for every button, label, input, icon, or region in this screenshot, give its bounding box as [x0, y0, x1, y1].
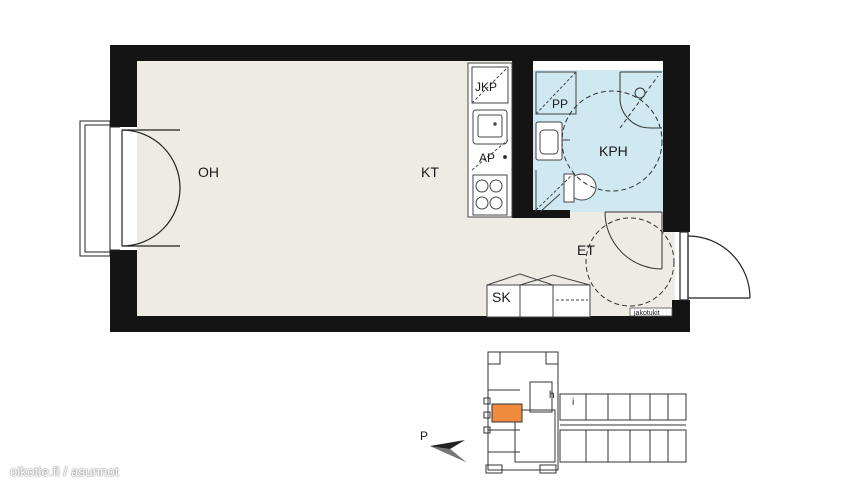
balcony-doors: [121, 129, 181, 247]
entrance-door: [679, 231, 751, 301]
north-arrow-icon: [430, 440, 466, 462]
living-room-floor: [137, 60, 520, 317]
shower: [619, 71, 662, 129]
kitchen-counter: [467, 62, 513, 218]
room-label-sk: SK: [492, 289, 511, 305]
room-label-kph: KPH: [599, 143, 628, 159]
bathroom-door: [604, 211, 663, 270]
closets: [486, 273, 591, 318]
room-label-oh: OH: [198, 164, 219, 180]
room-label-kt: KT: [421, 164, 439, 180]
site-plan-label-i: i: [572, 397, 574, 408]
room-label-et: ET: [577, 242, 595, 258]
fixture-label-pp: PP: [552, 97, 568, 111]
north-label: P: [420, 429, 428, 443]
fixture-label-ap: AP: [479, 151, 495, 165]
entrance-turning-circle: [585, 217, 675, 307]
fixture-label-jkp: JKP: [475, 80, 497, 94]
fixture-label-jakotukit: jakotukit: [633, 310, 660, 317]
balcony-window: [79, 120, 120, 257]
walls: [110, 45, 690, 332]
bathroom-turning-circle: [561, 90, 663, 192]
bathroom-fixtures: [535, 71, 597, 213]
distribution-board: [629, 307, 673, 317]
site-plan-label-h: h: [549, 390, 555, 401]
watermark: oikotie.fi / asunnot: [10, 464, 119, 479]
apartment-highlight: [491, 403, 523, 423]
site-plan: [483, 351, 687, 474]
